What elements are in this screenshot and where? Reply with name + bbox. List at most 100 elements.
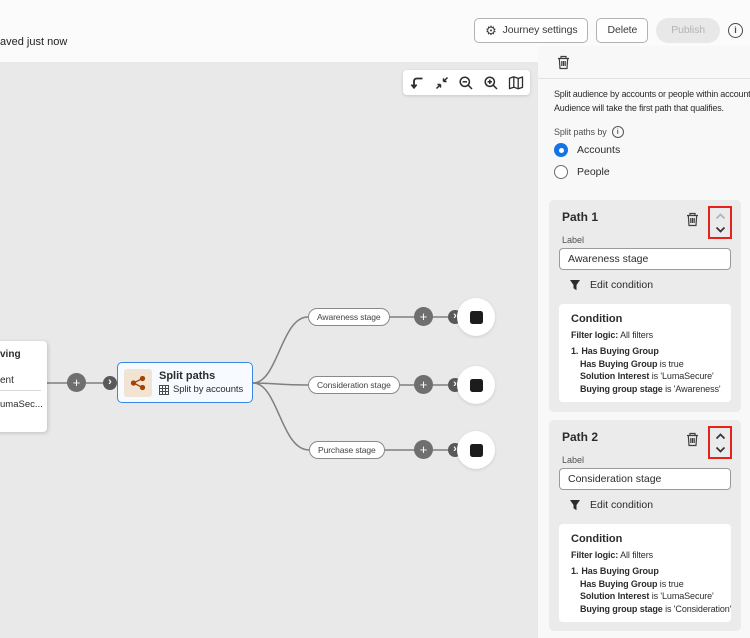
split-paths-by-row: Split paths by i <box>554 126 624 138</box>
end-square-icon <box>469 443 483 457</box>
undo-button[interactable] <box>407 72 428 93</box>
journey-settings-button[interactable]: ⚙ Journey settings <box>474 17 589 43</box>
condition-row: 1.Has Buying Group <box>571 566 659 576</box>
filter-icon <box>570 280 580 291</box>
chevron-right-icon: › <box>108 376 112 388</box>
path-1-edit-condition-button[interactable]: Edit condition <box>569 279 653 291</box>
condition-heading: Condition <box>571 533 623 545</box>
end-node-branch2[interactable] <box>457 366 495 404</box>
filter-icon <box>570 500 580 511</box>
path-2-title: Path 2 <box>562 430 599 444</box>
map-view-button[interactable] <box>505 72 526 93</box>
radio-label-accounts: Accounts <box>577 144 621 156</box>
chevron-right-icon: › <box>453 443 457 455</box>
radio-option-accounts[interactable]: Accounts <box>554 143 620 157</box>
branch-label-consideration: Consideration stage <box>308 376 400 394</box>
previous-node-partial[interactable]: ving ent umaSec... <box>0 341 47 432</box>
branch-label-purchase: Purchase stage <box>309 441 385 459</box>
filter-logic-label: Filter logic: <box>571 550 619 560</box>
move-path-2-down-button[interactable] <box>713 444 727 454</box>
move-path-1-up-button[interactable] <box>713 211 727 221</box>
split-node-text: Split paths Split by accounts <box>159 370 243 395</box>
end-node-branch1[interactable] <box>457 298 495 336</box>
condition-filter-logic: Filter logic: All filters <box>571 330 719 340</box>
split-node-title: Split paths <box>159 370 216 382</box>
delete-button[interactable]: Delete <box>596 17 649 43</box>
partial-node-line2: ent <box>0 375 14 386</box>
path-2-label-input[interactable] <box>559 468 731 490</box>
chevron-right-icon: › <box>453 378 457 390</box>
info-icon[interactable]: i <box>611 126 624 138</box>
condition-filter-logic: Filter logic: All filters <box>571 550 719 560</box>
delete-node-button[interactable] <box>553 52 573 72</box>
path-1-condition-box: Condition Filter logic: All filters 1.Ha… <box>559 304 731 402</box>
end-square-icon <box>469 378 483 392</box>
map-icon <box>508 75 523 89</box>
partial-node-line1: ving <box>0 349 21 360</box>
collapse-arrows-icon <box>435 76 448 89</box>
connector-edges <box>47 316 465 451</box>
radio-label-people: People <box>577 166 610 178</box>
move-path-2-up-button[interactable] <box>713 431 727 441</box>
split-settings-panel: Split audience by accounts or people wit… <box>538 46 750 638</box>
path-card-1: Path 1 Label <box>549 200 741 412</box>
split-paths-by-label: Split paths by <box>554 127 607 137</box>
journey-settings-label: Journey settings <box>502 24 578 36</box>
radio-option-people[interactable]: People <box>554 165 610 179</box>
partial-node-divider <box>0 390 41 391</box>
split-icon <box>130 375 146 390</box>
trash-icon <box>557 55 569 69</box>
chevron-down-icon <box>715 226 725 233</box>
split-node-icon-box <box>124 368 152 397</box>
add-node-branch1-button[interactable]: + <box>414 307 433 326</box>
add-node-branch3-button[interactable]: + <box>414 440 433 459</box>
path-card-2: Path 2 Label <box>549 420 741 631</box>
info-glyph: i <box>616 128 619 136</box>
condition-heading: Condition <box>571 313 623 325</box>
description-line2: Audience will take the first path that q… <box>554 103 724 113</box>
undo-icon <box>411 77 423 89</box>
info-icon[interactable]: i <box>728 22 743 38</box>
top-bar-actions: ⚙ Journey settings Delete Publish i <box>474 17 743 43</box>
radio-unselected[interactable] <box>554 165 568 179</box>
zoom-in-button[interactable] <box>481 72 502 93</box>
condition-row: Has Buying Group is true <box>580 578 684 589</box>
end-node-branch3[interactable] <box>457 431 495 469</box>
annotation-highlight-path-1 <box>708 206 732 239</box>
condition-row: Solution Interest is 'LumaSecure' <box>580 371 714 381</box>
grid-icon <box>159 384 169 395</box>
path-1-label-input[interactable] <box>559 248 731 270</box>
delete-path-2-button[interactable] <box>683 430 701 448</box>
delete-path-1-button[interactable] <box>683 210 701 228</box>
filter-logic-value: All filters <box>618 330 654 340</box>
trash-icon <box>686 432 698 446</box>
zoom-out-button[interactable] <box>456 72 477 93</box>
add-node-branch2-button[interactable]: + <box>414 375 433 394</box>
fit-view-button[interactable] <box>431 72 452 93</box>
condition-row: Solution Interest is 'LumaSecure' <box>580 591 714 601</box>
zoom-out-icon <box>459 75 474 90</box>
branch-label-awareness: Awareness stage <box>308 308 390 326</box>
filter-logic-label: Filter logic: <box>571 330 619 340</box>
partial-node-line3: umaSec... <box>0 399 43 410</box>
canvas: ving ent umaSec... + › Split paths <box>0 62 538 638</box>
publish-label: Publish <box>671 24 705 36</box>
gear-icon: ⚙ <box>485 22 497 38</box>
path-2-label-caption: Label <box>562 455 585 465</box>
chevron-down-icon <box>715 446 725 453</box>
add-node-button[interactable]: + <box>67 373 86 392</box>
move-path-1-down-button[interactable] <box>713 224 727 234</box>
edit-condition-label: Edit condition <box>590 279 654 291</box>
save-status: aved just now <box>0 36 68 48</box>
panel-divider <box>538 78 750 79</box>
annotation-highlight-path-2 <box>708 426 732 459</box>
end-square-icon <box>469 310 483 324</box>
plus-icon: + <box>72 375 81 390</box>
path-2-edit-condition-button[interactable]: Edit condition <box>569 499 653 511</box>
publish-button[interactable]: Publish <box>656 17 720 43</box>
radio-selected[interactable] <box>554 143 568 157</box>
condition-rows: 1.Has Buying Group Has Buying Group is t… <box>571 345 721 395</box>
zoom-in-icon <box>484 75 498 90</box>
condition-row: Buying group stage is 'Awareness' <box>580 383 721 394</box>
split-paths-node[interactable]: Split paths Split by accounts <box>117 362 253 403</box>
